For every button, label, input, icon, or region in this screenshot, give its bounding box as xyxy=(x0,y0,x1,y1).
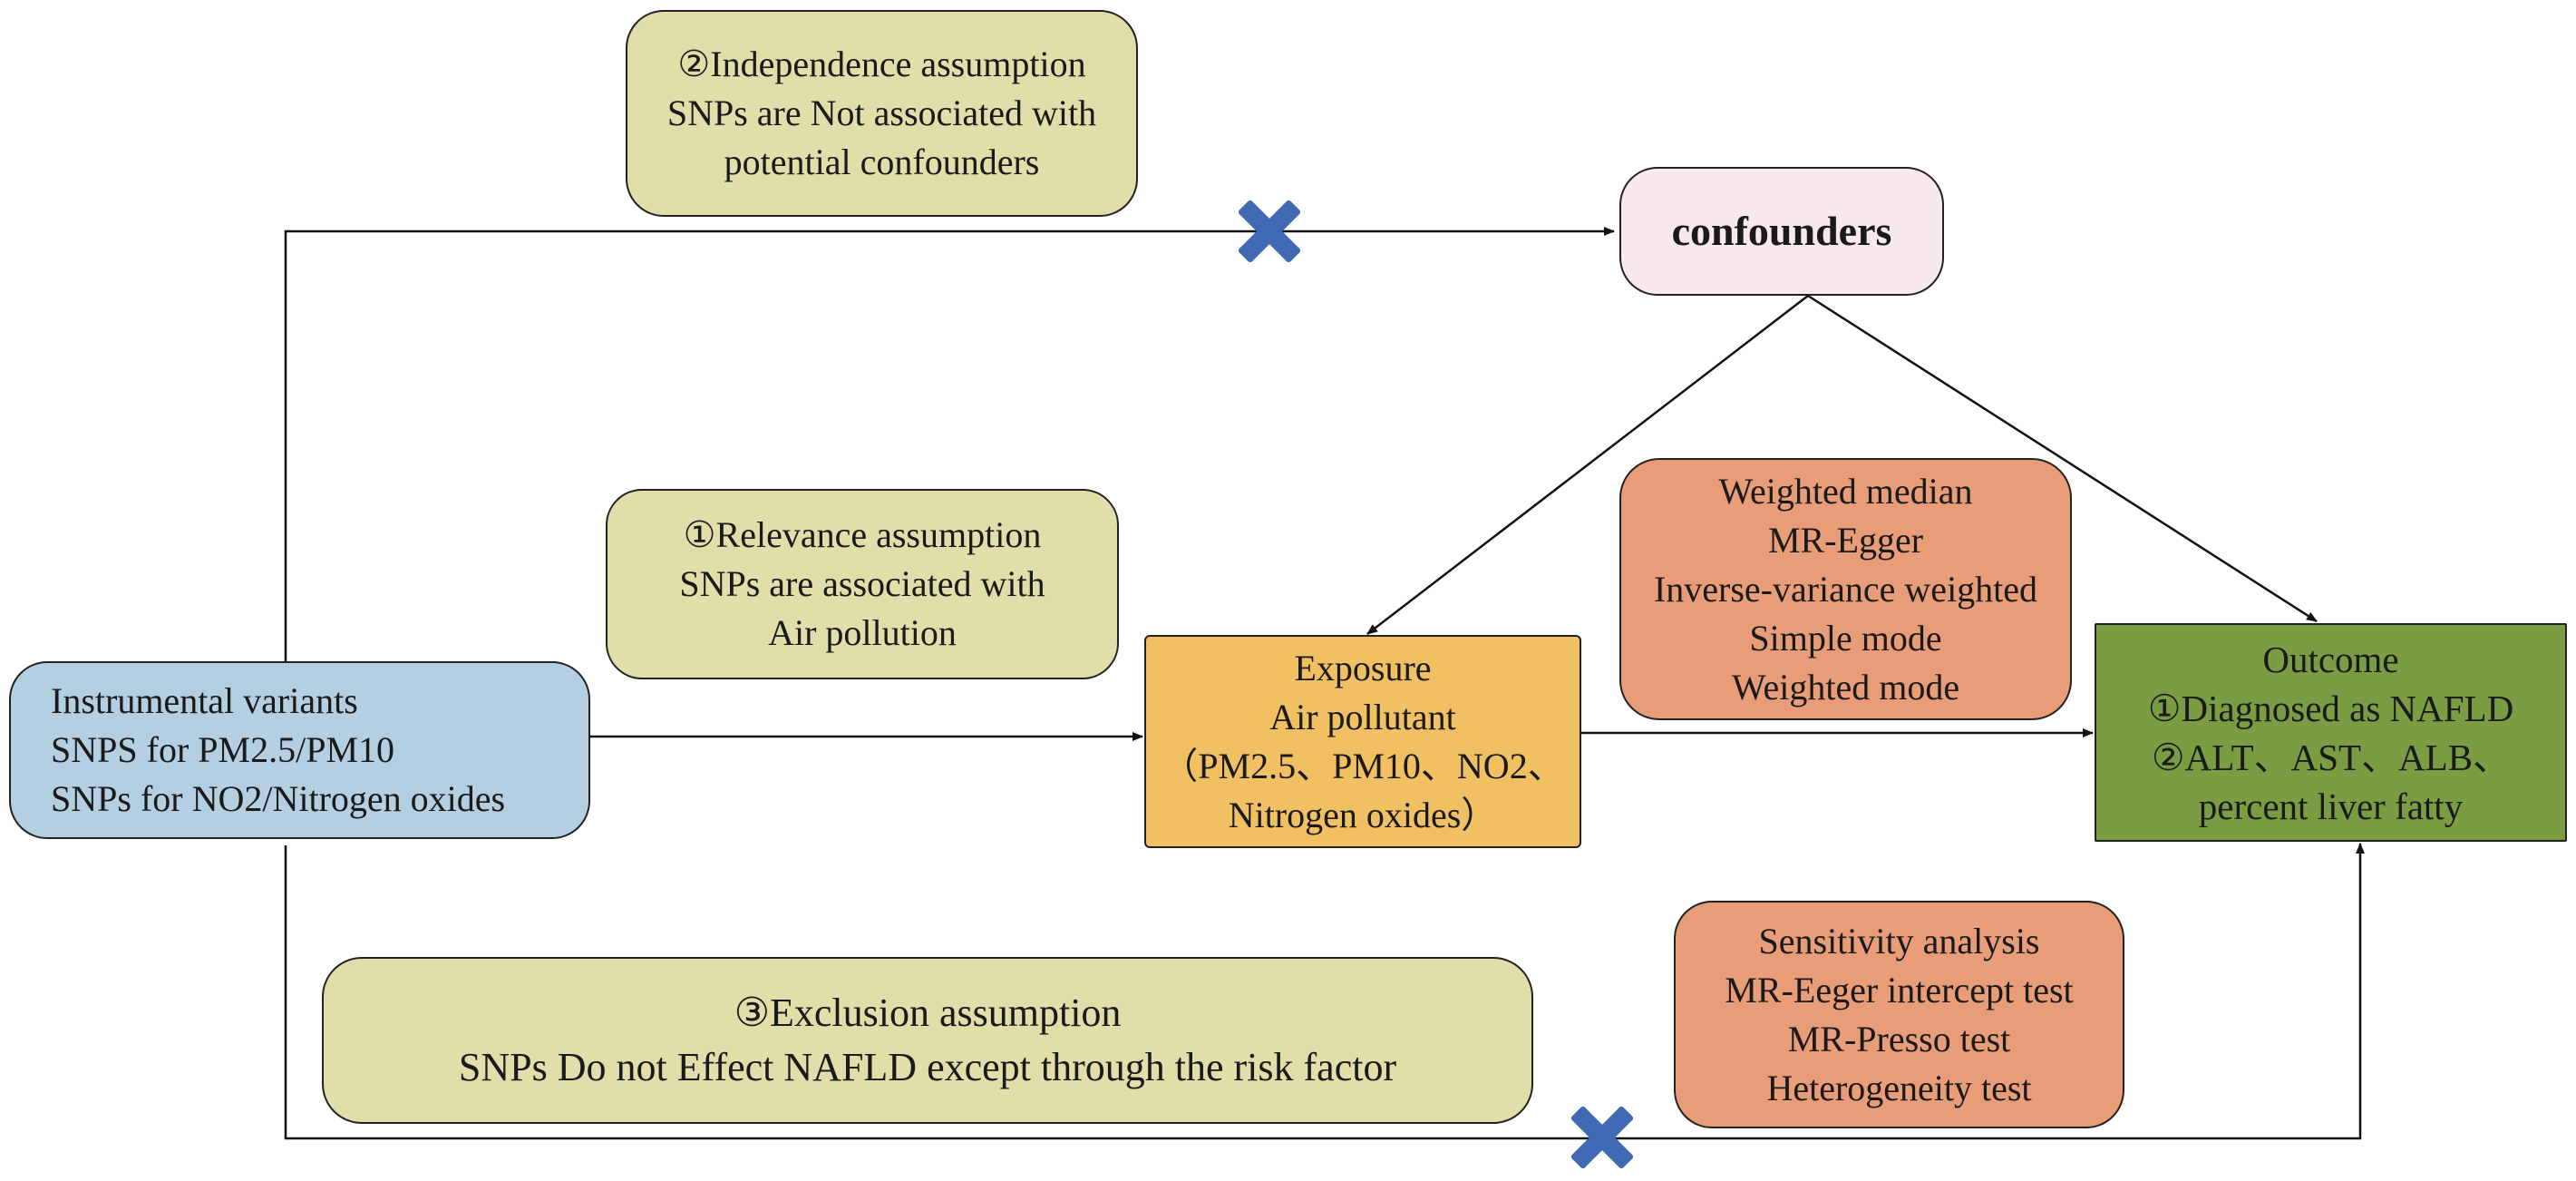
exposure-line-4: Nitrogen oxides） xyxy=(1228,794,1498,835)
arrow-iv-to-outcome xyxy=(284,843,2365,1140)
exclusion-title: ③Exclusion assumption xyxy=(734,991,1122,1035)
sensitivity-line-2: MR-Eeger intercept test xyxy=(1725,969,2074,1010)
relevance-title: ①Relevance assumption xyxy=(683,514,1042,555)
exposure-box: Exposure Air pollutant （PM2.5、PM10、NO2、 … xyxy=(1144,635,1581,848)
method-2: MR-Egger xyxy=(1767,519,1924,561)
arrow-confounders-to-outcome xyxy=(1807,294,2318,623)
method-5: Weighted mode xyxy=(1731,666,1960,708)
mr-methods-box: Weighted median MR-Egger Inverse-varianc… xyxy=(1619,458,2072,720)
instrumental-variants-box: Instrumental variants SNPS for PM2.5/PM1… xyxy=(9,661,590,839)
iv-title: Instrumental variants xyxy=(51,680,358,721)
iv-line-3: SNPs for NO2/Nitrogen oxides xyxy=(51,778,506,819)
exposure-line-2: Air pollutant xyxy=(1269,696,1456,737)
sensitivity-analysis-box: Sensitivity analysis MR-Eeger intercept … xyxy=(1674,901,2124,1128)
method-1: Weighted median xyxy=(1718,470,1973,512)
sensitivity-title: Sensitivity analysis xyxy=(1758,920,2040,961)
method-3: Inverse-variance weighted xyxy=(1653,568,2038,610)
outcome-line-2: ①Diagnosed as NAFLD xyxy=(2147,687,2514,729)
independence-title: ②Independence assumption xyxy=(677,44,1086,84)
blocked-path-x-icon xyxy=(1570,1104,1635,1169)
relevance-assumption-box: ①Relevance assumption SNPs are associate… xyxy=(606,489,1119,679)
arrow-iv-to-confounders xyxy=(284,227,1615,661)
outcome-line-4: percent liver fatty xyxy=(2198,785,2464,827)
confounders-box: confounders xyxy=(1619,167,1944,296)
exposure-line-3: （PM2.5、PM10、NO2、 xyxy=(1162,745,1564,786)
outcome-title: Outcome xyxy=(2262,638,2399,680)
independence-line-2: SNPs are Not associated with xyxy=(666,93,1097,133)
exclusion-assumption-box: ③Exclusion assumption SNPs Do not Effect… xyxy=(322,957,1533,1124)
relevance-line-3: Air pollution xyxy=(768,612,957,653)
outcome-box: Outcome ①Diagnosed as NAFLD ②ALT、AST、ALB… xyxy=(2095,623,2567,842)
arrow-confounders-to-exposure xyxy=(1366,295,1809,635)
outcome-line-3: ②ALT、AST、ALB、 xyxy=(2151,736,2511,778)
independence-line-3: potential confounders xyxy=(724,142,1040,182)
iv-line-2: SNPS for PM2.5/PM10 xyxy=(51,729,395,770)
blocked-path-x-icon xyxy=(1237,198,1302,263)
method-4: Simple mode xyxy=(1749,617,1942,659)
exclusion-line-2: SNPs Do not Effect NAFLD except through … xyxy=(458,1045,1397,1089)
sensitivity-line-3: MR-Presso test xyxy=(1787,1018,2011,1059)
sensitivity-line-4: Heterogeneity test xyxy=(1766,1067,2032,1108)
exposure-title: Exposure xyxy=(1294,647,1432,688)
confounders-label: confounders xyxy=(1671,208,1892,254)
independence-assumption-box: ②Independence assumption SNPs are Not as… xyxy=(626,10,1138,217)
relevance-line-2: SNPs are associated with xyxy=(679,563,1045,604)
